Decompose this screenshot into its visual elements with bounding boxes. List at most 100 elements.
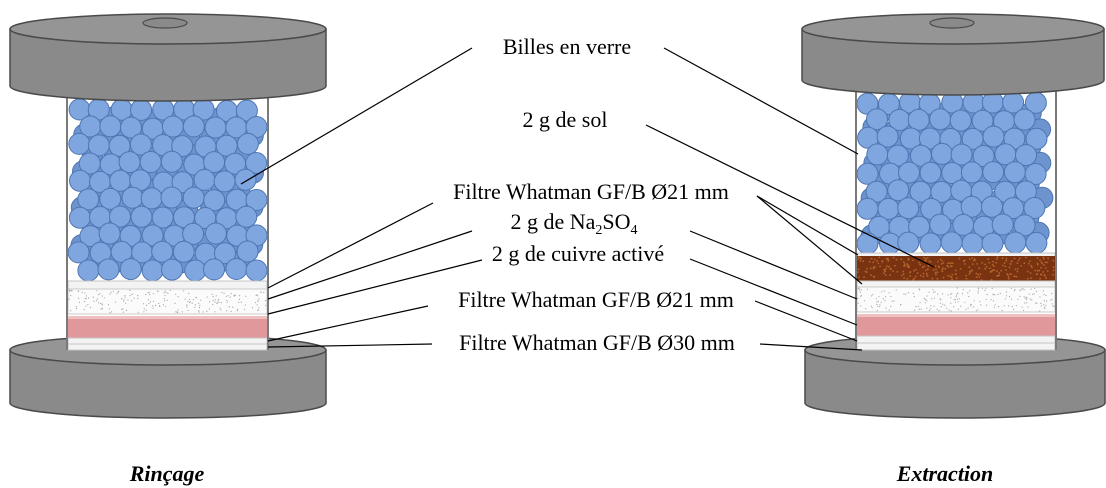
glass-bead [214, 242, 236, 265]
texture-dot [946, 307, 948, 309]
texture-dot [965, 274, 967, 277]
texture-dot [942, 303, 944, 305]
leader-filter-21-top-right-a [756, 195, 859, 256]
texture-dot [212, 303, 214, 306]
texture-dot [149, 301, 152, 303]
texture-dot [981, 287, 983, 289]
texture-dot [137, 311, 139, 313]
texture-dot [880, 301, 882, 304]
texture-dot [863, 276, 865, 279]
cap-knob [142, 17, 188, 29]
texture-dot [152, 300, 155, 302]
glass-bead [160, 150, 183, 173]
texture-dot [938, 266, 940, 268]
texture-dot [1008, 266, 1011, 269]
texture-dot [990, 299, 992, 301]
leader-lines [240, 47, 935, 351]
texture-dot [984, 289, 986, 291]
texture-dot [970, 269, 973, 272]
texture-dot [989, 270, 992, 273]
texture-dot [199, 304, 201, 307]
texture-dot [876, 303, 878, 306]
leader-glass-beads-right [663, 47, 859, 155]
texture-dot [137, 297, 139, 299]
texture-dot [909, 275, 911, 277]
label-na2so4-mid: SO [602, 209, 630, 234]
texture-dot [928, 291, 930, 293]
texture-dot [1003, 305, 1005, 307]
texture-dot [888, 309, 890, 311]
texture-dot [99, 293, 101, 295]
texture-dot [1032, 293, 1034, 295]
texture-dot [923, 298, 926, 300]
glass-bead [991, 213, 1014, 236]
glass-bead [161, 258, 183, 281]
texture-dot [999, 292, 1001, 295]
texture-dot [936, 308, 938, 310]
texture-dot [991, 287, 993, 289]
texture-dot [956, 287, 958, 289]
na2so4-texture [857, 287, 1055, 312]
glass-bead [213, 170, 236, 193]
texture-dot [857, 287, 859, 290]
texture-dot [857, 268, 860, 271]
texture-dot [98, 302, 100, 304]
texture-dot [905, 293, 907, 295]
texture-dot [876, 309, 878, 312]
texture-dot [147, 292, 149, 294]
glass-bead [204, 222, 227, 245]
leader-filter-21-bottom-left [267, 305, 429, 342]
glass-bead [68, 132, 91, 155]
top-cap-side [801, 28, 1105, 96]
texture-dot [1040, 266, 1042, 269]
texture-dot [954, 269, 957, 272]
texture-dot [885, 296, 887, 298]
texture-dot [84, 297, 86, 299]
leader-na2so4-left [267, 230, 473, 300]
texture-dot [968, 270, 971, 273]
texture-dot [1006, 273, 1009, 276]
texture-dot [1040, 305, 1042, 307]
texture-dot [892, 256, 895, 259]
texture-dot [143, 311, 145, 313]
texture-dot [926, 268, 929, 271]
texture-dot [956, 298, 959, 300]
texture-dot [208, 308, 211, 310]
texture-dot [184, 298, 186, 300]
texture-dot [876, 301, 878, 303]
texture-dot [883, 290, 885, 292]
texture-dot [922, 272, 925, 275]
texture-dot [858, 256, 861, 259]
texture-dot [183, 290, 185, 292]
glass-bead [171, 135, 194, 158]
glass-bead [245, 152, 268, 174]
texture-dot [1052, 273, 1054, 276]
texture-dot [951, 292, 953, 294]
texture-dot [903, 277, 905, 279]
texture-dot [875, 298, 877, 300]
texture-dot [978, 276, 981, 278]
texture-dot [1005, 269, 1007, 271]
labels: Billes en verre 2 g de sol Filtre Whatma… [129, 34, 994, 486]
texture-dot [175, 311, 177, 313]
texture-dot [912, 259, 914, 262]
label-activated-copper: 2 g de cuivre activé [492, 241, 664, 266]
texture-dot [884, 274, 887, 276]
texture-dot [947, 274, 950, 277]
glass-bead [898, 161, 920, 184]
texture-dot [876, 260, 878, 262]
texture-dot [181, 311, 183, 313]
na2so4-layer [67, 288, 268, 315]
glass-bead [1004, 231, 1027, 254]
texture-dot [977, 309, 979, 311]
texture-dot [217, 302, 219, 304]
texture-dot [953, 299, 955, 301]
texture-dot [244, 308, 246, 311]
glass-bead [982, 125, 1005, 148]
leader-copper-right [689, 258, 858, 326]
texture-dot [70, 295, 72, 297]
glass-bead [972, 145, 995, 167]
texture-dot [985, 287, 987, 289]
texture-dot [155, 304, 157, 306]
texture-dot [888, 265, 890, 268]
